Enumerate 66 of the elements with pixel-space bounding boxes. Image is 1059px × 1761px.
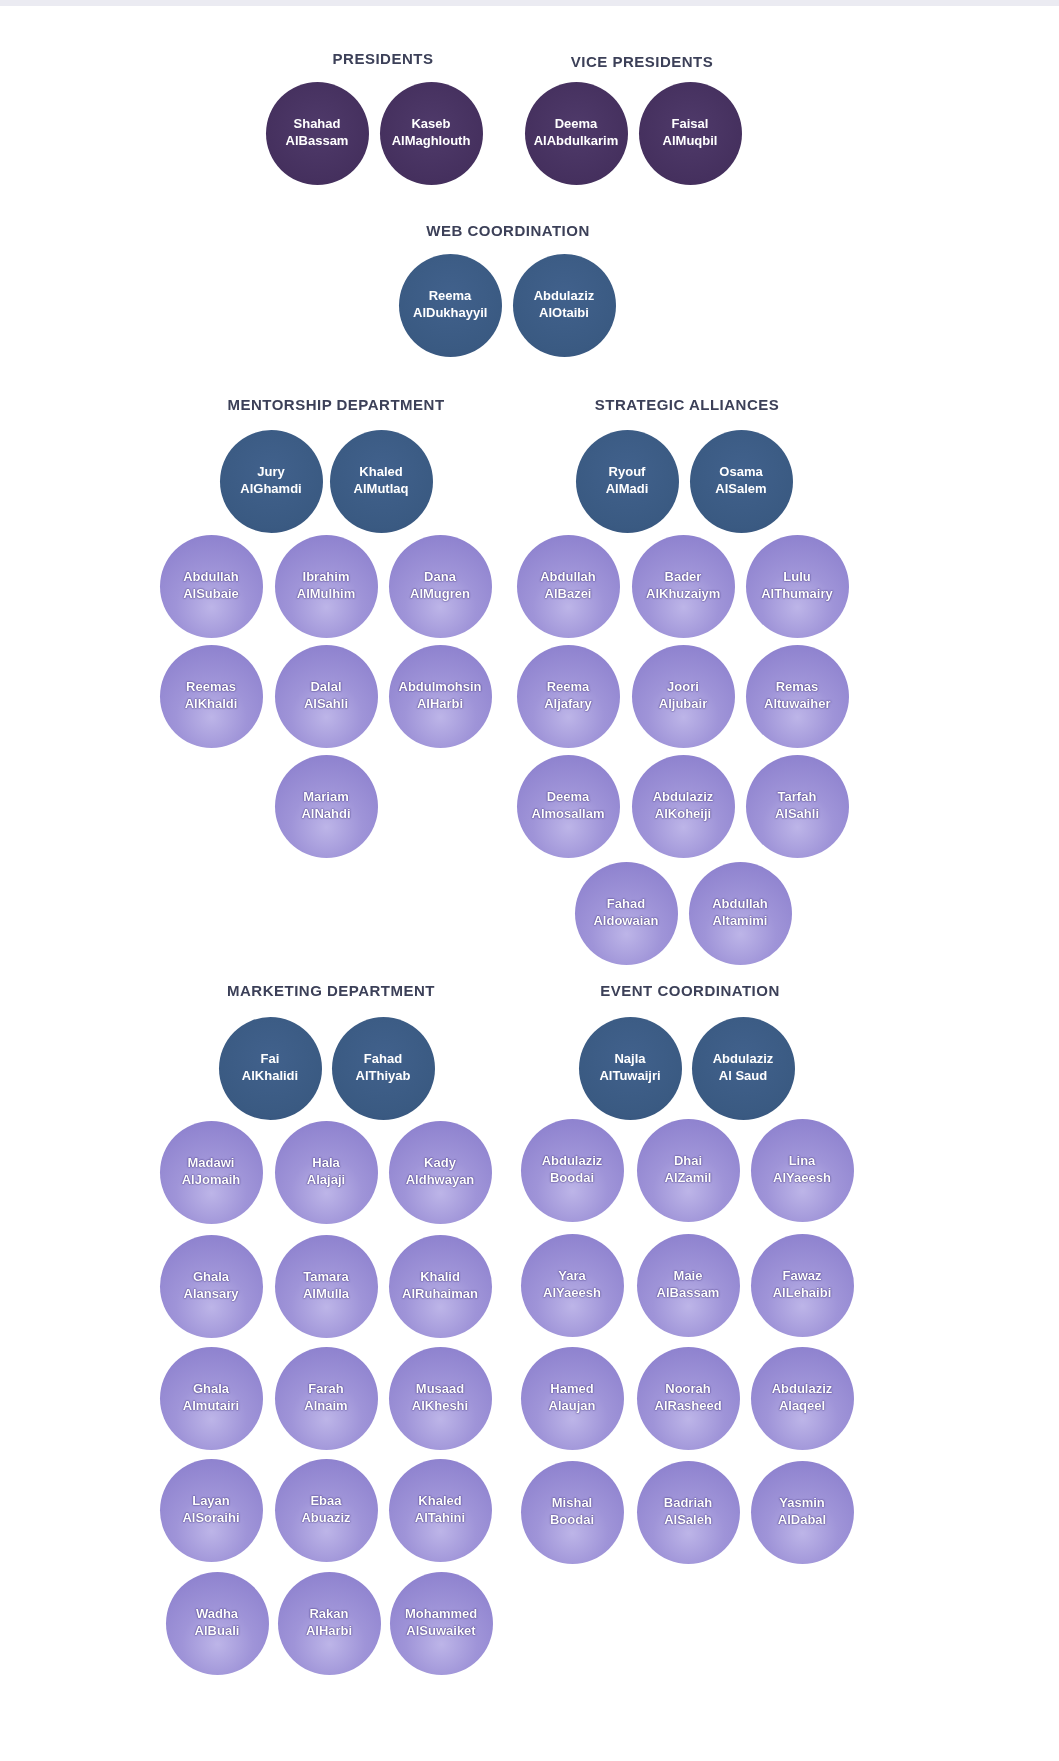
person-name: Fai AlKhalidi [240, 1051, 300, 1085]
person-name: Badriah AlSaleh [662, 1495, 714, 1529]
section-heading: VICE PRESIDENTS [570, 53, 714, 70]
person-name: Khaled AlMutlaq [352, 464, 410, 498]
person-name: Abdulaziz AlOtaibi [532, 288, 596, 322]
person-name: Yasmin AlDabal [776, 1495, 828, 1529]
person-name: Wadha AlBuali [193, 1606, 241, 1640]
person-name: Lulu AlThumairy [761, 569, 833, 603]
person-name: Ryouf AlMadi [604, 464, 650, 498]
person-name: Fawaz AlLehaibi [771, 1268, 833, 1302]
person-name: Deema AlAbdulkarim [533, 116, 619, 150]
person-name: Noorah AlRasheed [654, 1381, 722, 1415]
person-name: Reema Aljafary [543, 679, 593, 713]
person-name: Mariam AlNahdi [300, 789, 352, 823]
person-name: Deema Almosallam [531, 789, 605, 823]
person-name: Ebaa Abuaziz [300, 1493, 352, 1527]
person-name: Dhai AlZamil [663, 1153, 713, 1187]
person-name: Abdulaziz Alaqeel [770, 1381, 834, 1415]
person-name: Fahad Aldowaian [593, 896, 659, 930]
person-name: Osama AlSalem [714, 464, 768, 498]
person-name: Remas Altuwaiher [764, 679, 830, 713]
person-name: Faisal AlMuqbil [661, 116, 719, 150]
person-name: Dana AlMugren [409, 569, 471, 603]
section-heading: EVENT COORDINATION [600, 982, 780, 999]
section-heading: PRESIDENTS [332, 50, 434, 67]
section-heading: STRATEGIC ALLIANCES [594, 396, 780, 413]
person-name: Ibrahim AlMulhim [295, 569, 357, 603]
person-name: Layan AlSoraihi [181, 1493, 241, 1527]
person-name: Bader AlKhuzaiym [646, 569, 720, 603]
person-name: Hamed Alaujan [547, 1381, 597, 1415]
person-name: Hala Alajaji [305, 1155, 347, 1189]
person-name: Khaled AlTahini [413, 1493, 467, 1527]
person-name: Reema AlDukhayyil [413, 288, 487, 322]
person-name: Abdulaziz Al Saud [711, 1051, 775, 1085]
person-name: Shahad AlBassam [284, 116, 350, 150]
person-name: Najla AlTuwaijri [598, 1051, 662, 1085]
person-name: Ghala Almutairi [181, 1381, 241, 1415]
section-heading: MARKETING DEPARTMENT [227, 982, 435, 999]
person-name: Tarfah AlSahli [773, 789, 821, 823]
person-name: Yara AlYaeesh [542, 1268, 602, 1302]
person-name: Mohammed AlSuwaiket [405, 1606, 477, 1640]
person-name: Tamara AlMulla [301, 1269, 351, 1303]
person-name: Abdulmohsin AlHarbi [398, 679, 482, 713]
person-name: Mishal Boodai [548, 1495, 596, 1529]
person-name: Ghala Alansary [182, 1269, 240, 1303]
person-name: Jury AlGhamdi [239, 464, 303, 498]
person-name: Abdulaziz AlKoheiji [651, 789, 715, 823]
person-name: Farah Alnaim [303, 1381, 349, 1415]
person-name: Khalid AlRuhaiman [402, 1269, 478, 1303]
person-name: Dalal AlSahli [302, 679, 350, 713]
person-name: Musaad AlKheshi [410, 1381, 470, 1415]
person-name: Abdullah AlBazei [539, 569, 597, 603]
person-name: Abdullah Altamimi [711, 896, 769, 930]
person-name: Fahad AlThiyab [354, 1051, 412, 1085]
section-heading: MENTORSHIP DEPARTMENT [227, 396, 445, 413]
person-name: Kady Aldhwayan [405, 1155, 475, 1189]
person-name: Abdullah AlSubaie [182, 569, 240, 603]
person-name: Joori Aljubair [657, 679, 709, 713]
person-name: Abdulaziz Boodai [540, 1153, 604, 1187]
section-heading: WEB COORDINATION [426, 222, 590, 239]
person-name: Madawi AlJomaih [180, 1155, 242, 1189]
person-name: Reemas AlKhaldi [183, 679, 239, 713]
person-name: Rakan AlHarbi [304, 1606, 354, 1640]
person-name: Maie AlBassam [655, 1268, 721, 1302]
person-name: Kaseb AlMaghlouth [391, 116, 471, 150]
person-name: Lina AlYaeesh [772, 1153, 832, 1187]
